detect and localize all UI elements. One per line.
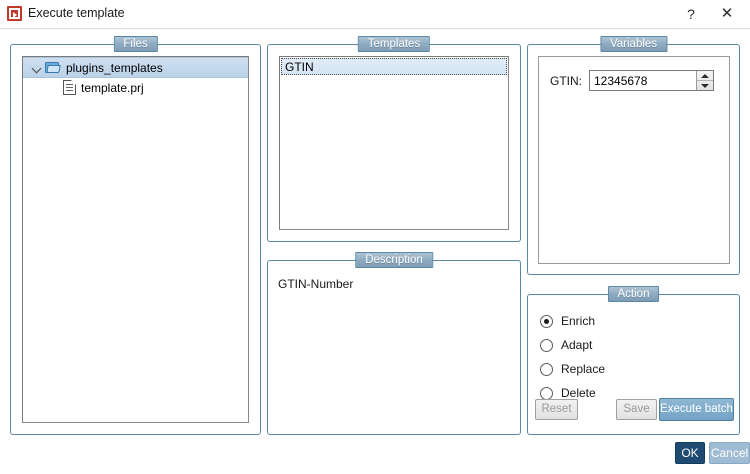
templates-panel-title: Templates — [357, 36, 431, 52]
radio-label: Delete — [561, 386, 596, 400]
radio-label: Replace — [561, 362, 606, 376]
window-title: Execute template — [28, 6, 125, 20]
file-tree[interactable]: plugins_templates template.prj — [22, 56, 249, 423]
tree-item-template-prj[interactable]: template.prj — [23, 78, 248, 97]
save-button[interactable]: Save — [616, 399, 657, 420]
action-panel-title: Action — [607, 286, 660, 302]
list-item[interactable]: GTIN — [281, 58, 507, 75]
radio-enrich[interactable]: Enrich — [540, 314, 595, 328]
description-panel-title: Description — [355, 252, 433, 268]
gtin-input-value[interactable]: 12345678 — [594, 73, 648, 88]
tree-item-label: plugins_templates — [66, 60, 163, 75]
radio-replace[interactable]: Replace — [540, 362, 605, 376]
description-text: GTIN-Number — [278, 277, 354, 291]
execute-batch-button[interactable]: Execute batch — [659, 398, 734, 421]
help-icon[interactable]: ? — [687, 6, 695, 22]
templates-panel: Templates GTIN — [267, 36, 521, 242]
templates-list[interactable]: GTIN — [279, 56, 509, 230]
stepper-buttons[interactable] — [696, 71, 713, 90]
radio-adapt[interactable]: Adapt — [540, 338, 592, 352]
action-panel: Action Enrich Adapt Replace Delete Reset… — [527, 286, 740, 435]
radio-icon[interactable] — [540, 362, 553, 376]
title-bar: Execute template ? ✕ — [0, 0, 750, 29]
ok-button[interactable]: OK — [675, 442, 705, 464]
gtin-label: GTIN: — [550, 73, 582, 88]
tree-item-label: template.prj — [81, 80, 144, 95]
files-panel: Files plugins_templates template.prj — [10, 36, 261, 435]
variables-panel: Variables GTIN: 12345678 — [527, 36, 740, 275]
stepper-up-icon[interactable] — [697, 71, 713, 81]
radio-delete[interactable]: Delete — [540, 386, 596, 400]
description-panel: Description GTIN-Number — [267, 252, 521, 435]
chevron-down-icon[interactable] — [29, 60, 45, 76]
file-document-icon — [63, 80, 76, 95]
gtin-stepper[interactable]: 12345678 — [589, 70, 714, 91]
reset-button[interactable]: Reset — [535, 399, 578, 420]
cancel-button[interactable]: Cancel — [709, 442, 750, 464]
variables-panel-title: Variables — [599, 36, 668, 52]
variable-row-gtin: GTIN: 12345678 — [550, 70, 714, 91]
radio-label: Adapt — [561, 338, 593, 352]
tree-item-plugins-templates[interactable]: plugins_templates — [23, 57, 248, 78]
close-icon[interactable]: ✕ — [720, 5, 734, 22]
variables-content: GTIN: 12345678 — [538, 56, 730, 264]
radio-icon[interactable] — [540, 314, 553, 328]
stepper-down-icon[interactable] — [697, 81, 713, 90]
files-panel-title: Files — [113, 36, 158, 52]
execute-template-icon — [7, 6, 22, 21]
radio-icon[interactable] — [540, 386, 553, 400]
folder-open-icon — [45, 61, 61, 74]
radio-icon[interactable] — [540, 338, 553, 352]
radio-label: Enrich — [561, 314, 596, 328]
